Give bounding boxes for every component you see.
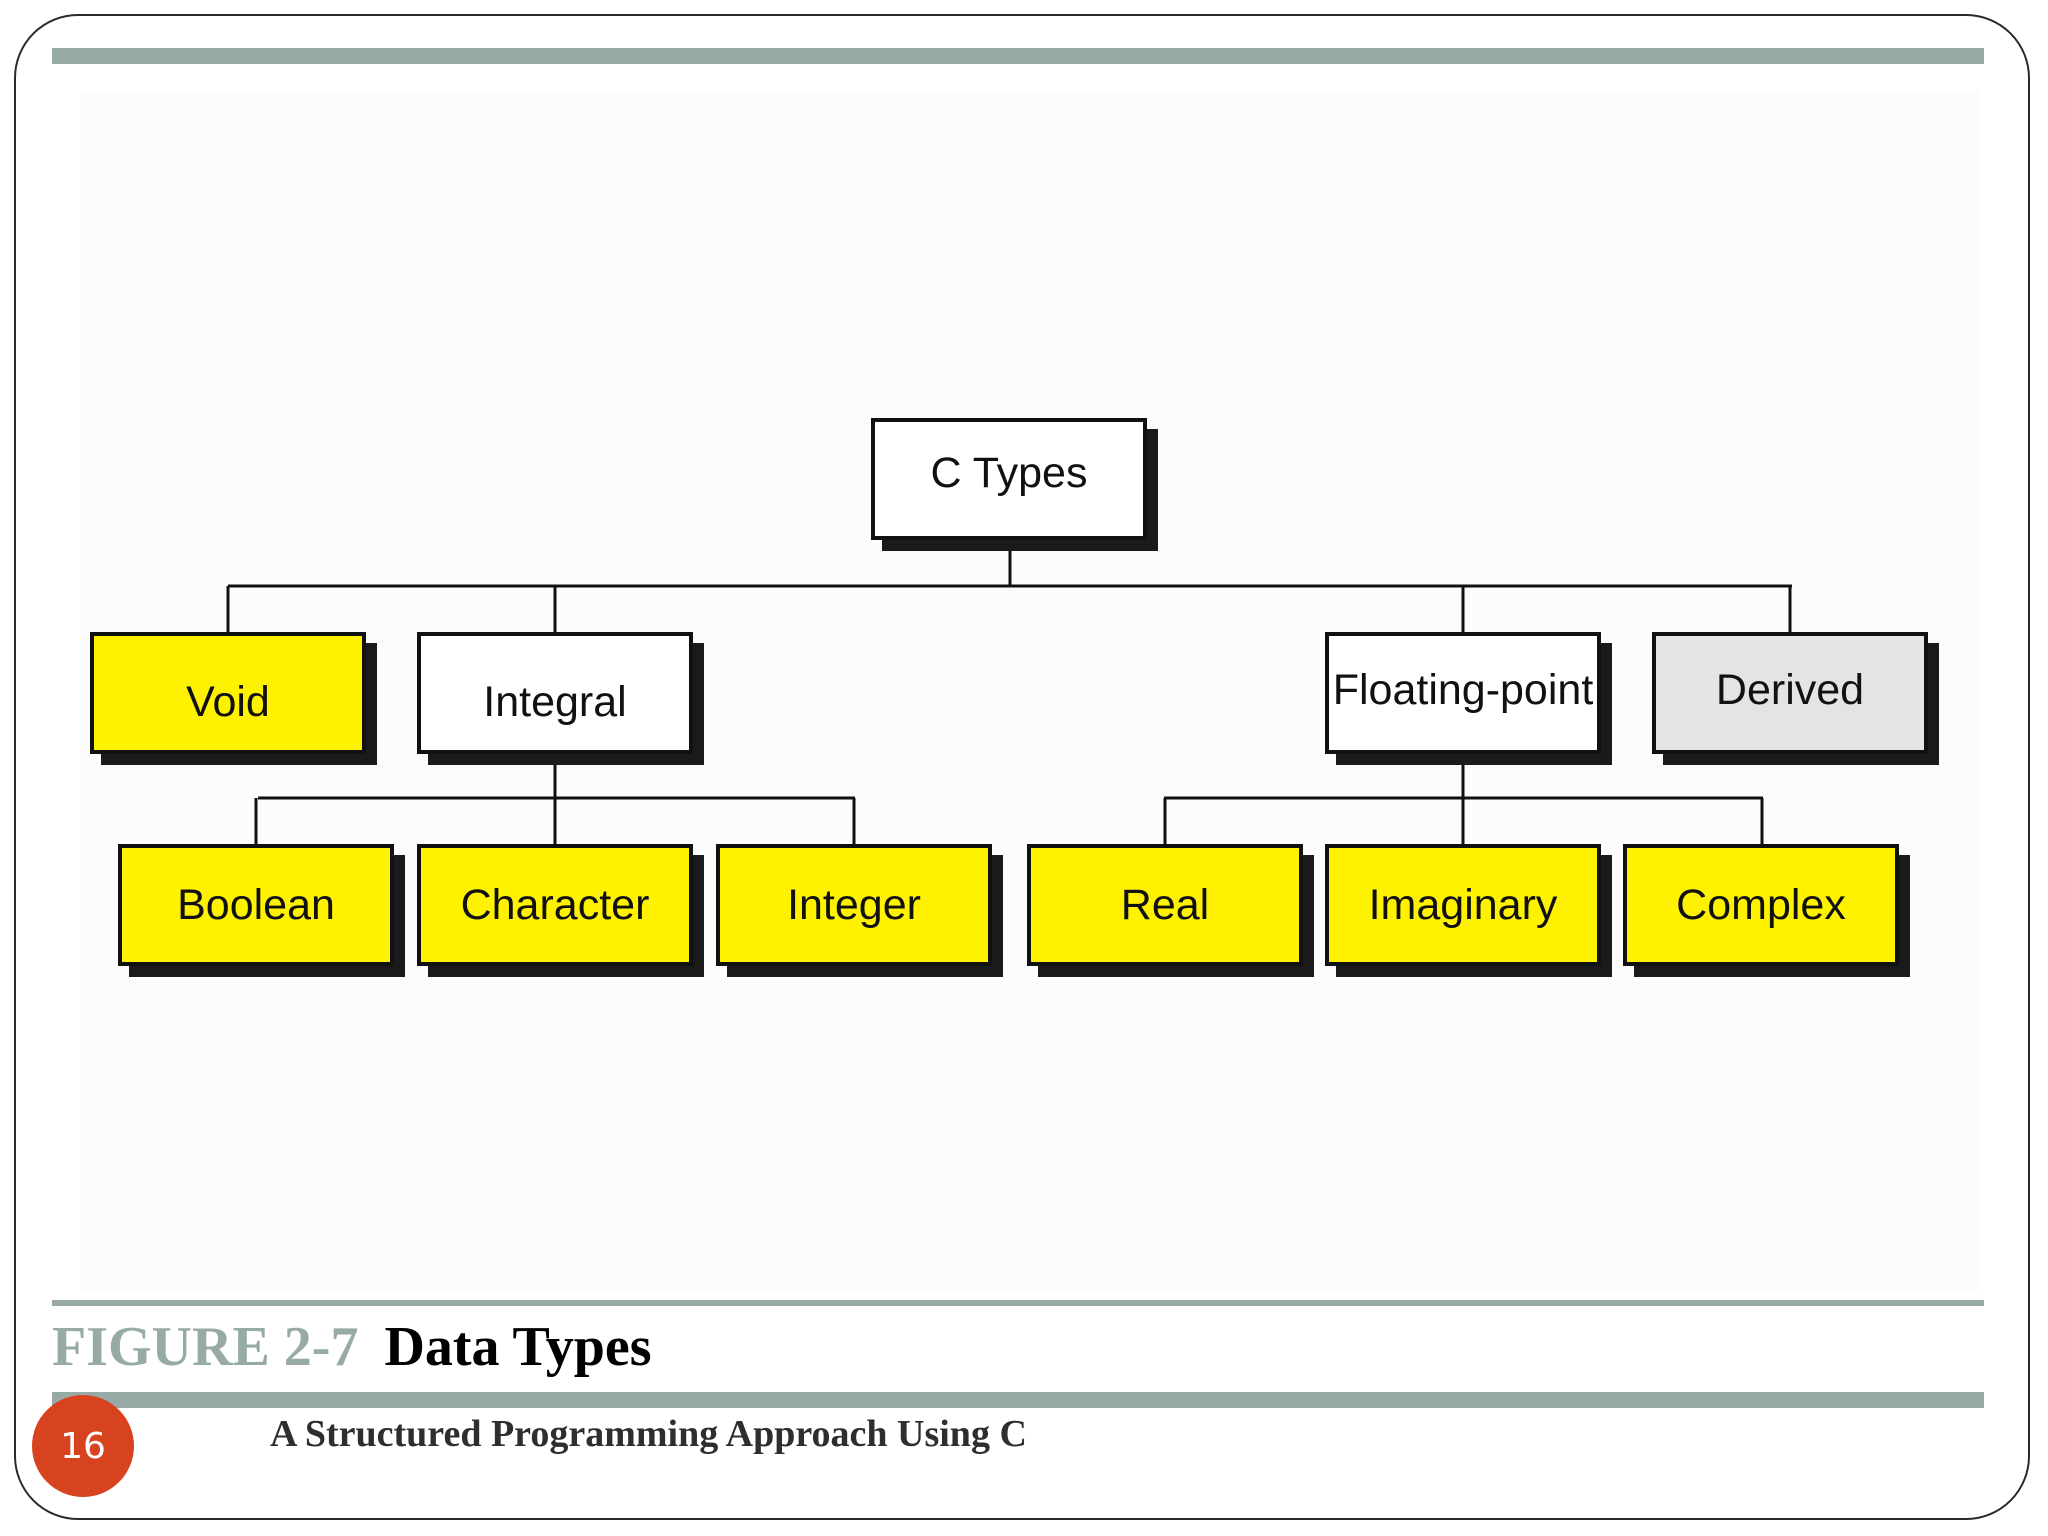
figure-title: Data Types	[384, 1316, 652, 1378]
node-label: Character	[460, 880, 650, 929]
node-label: Void	[186, 677, 270, 726]
node-label: Real	[1120, 880, 1210, 929]
node-c-types: C Types	[871, 418, 1147, 540]
node-label: Floating-point	[1332, 665, 1594, 714]
node-integer: Integer	[716, 844, 992, 966]
node-complex: Complex	[1623, 844, 1899, 966]
node-label: Integer	[787, 880, 921, 929]
node-imaginary: Imaginary	[1325, 844, 1601, 966]
node-character: Character	[417, 844, 693, 966]
node-label: Derived	[1715, 665, 1865, 714]
node-label: Complex	[1676, 880, 1846, 929]
node-label: Imaginary	[1368, 880, 1558, 929]
node-void: Void	[90, 632, 366, 754]
figure-caption: FIGURE 2-7 Data Types	[52, 1312, 652, 1382]
node-label: C Types	[930, 448, 1088, 497]
node-boolean: Boolean	[118, 844, 394, 966]
caption-divider-bar	[52, 1300, 1984, 1306]
page-number: 16	[60, 1425, 106, 1467]
top-accent-bar	[52, 48, 1984, 64]
node-derived: Derived	[1652, 632, 1928, 754]
node-real: Real	[1027, 844, 1303, 966]
footer-book-title: A Structured Programming Approach Using …	[270, 1413, 1027, 1455]
bottom-accent-bar	[52, 1392, 1984, 1408]
figure-number: FIGURE 2-7	[52, 1316, 359, 1378]
node-integral: Integral	[417, 632, 693, 754]
node-label: Boolean	[177, 880, 335, 929]
node-label: Integral	[483, 677, 627, 726]
page-number-badge: 16	[32, 1395, 134, 1497]
node-floating-point: Floating-point	[1325, 632, 1601, 754]
